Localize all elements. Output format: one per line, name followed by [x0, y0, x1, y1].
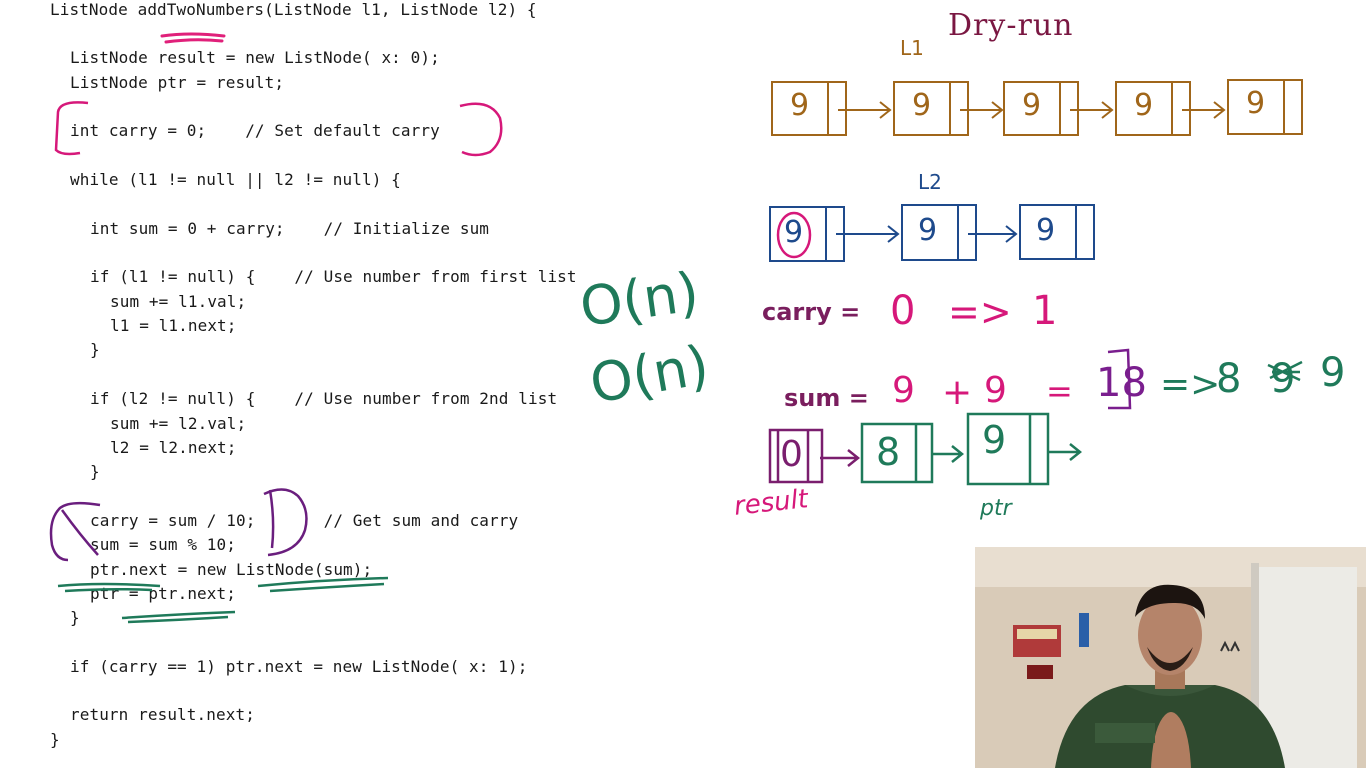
- l1-node-2: [893, 81, 969, 136]
- l2-value-2: 9: [918, 213, 938, 248]
- sum-arrow: =>: [1160, 364, 1221, 405]
- l2-arrow-2: [968, 225, 1018, 243]
- l1-arrow-3: [1070, 101, 1114, 119]
- code-line-result-init: ListNode result = new ListNode( x: 0);: [70, 48, 440, 67]
- code-line-carry-calc: carry = sum / 10; // Get sum and carry: [90, 511, 519, 530]
- result-value-8: 8: [876, 430, 901, 474]
- code-line-if-l2: if (l2 != null) { // Use number from 2nd…: [90, 389, 558, 408]
- linked-list-drawings: [768, 79, 1303, 486]
- l1-node-3: [1003, 81, 1079, 136]
- l2-node-2: [901, 204, 977, 261]
- webcam-overlay: [975, 547, 1366, 768]
- ptr-label: ptr: [980, 496, 1012, 521]
- result-list-tail: [860, 412, 1083, 486]
- sum-plus: +: [942, 372, 973, 413]
- new-listnode-underline-mark: [257, 576, 389, 593]
- l1-node-4: [1115, 81, 1191, 136]
- code-line-close-if-l2: }: [90, 462, 100, 481]
- result-value-0: 0: [780, 434, 803, 475]
- l1-value-5: 9: [1246, 86, 1266, 121]
- code-line-sum-l1: sum += l1.val;: [110, 292, 247, 311]
- code-line-while: while (l1 != null || l2 != null) {: [70, 170, 401, 189]
- code-line-ptr-init: ListNode ptr = result;: [70, 73, 285, 92]
- l2-value-1: 9: [784, 215, 804, 250]
- sum-label: sum =: [784, 384, 869, 412]
- l2-arrow-1: [836, 225, 900, 243]
- result-arrow-0: [820, 449, 861, 467]
- result-list: [768, 428, 861, 484]
- sum-equals: =: [1046, 372, 1073, 410]
- calc-left-bracket-mark: [49, 501, 101, 562]
- result-arrow-8: [932, 445, 965, 463]
- l1-node-1: [771, 81, 847, 136]
- code-line-if-l1: if (l1 != null) { // Use number from fir…: [90, 267, 577, 286]
- l2-list: [769, 204, 1095, 262]
- calc-right-bracket-mark: [263, 488, 308, 557]
- code-line-sum-init: int sum = 0 + carry; // Initialize sum: [90, 219, 490, 238]
- sum-operand-a: 9: [892, 370, 915, 411]
- ptr-next-underline-mark: [57, 582, 161, 593]
- code-line-close-if-l1: }: [90, 340, 100, 359]
- l2-current-node-circle: [776, 211, 812, 259]
- result-underline-mark: [160, 32, 226, 44]
- code-line-sum-mod: sum = sum % 10;: [90, 535, 236, 554]
- code-editor: ListNode addTwoNumbers(ListNode l1, List…: [49, 0, 713, 749]
- carry-left-bracket-mark: [54, 101, 89, 156]
- l2-label: L2: [918, 170, 942, 194]
- sum-digit-9: 9: [1320, 350, 1346, 396]
- l1-list: [771, 79, 1303, 136]
- result-value-9: 9: [982, 418, 1007, 462]
- code-line-l1-next: l1 = l1.next;: [110, 316, 237, 335]
- l2-value-3: 9: [1036, 213, 1056, 248]
- code-line-final-carry: if (carry == 1) ptr.next = new ListNode(…: [70, 657, 528, 676]
- l2-node-3: [1019, 204, 1095, 260]
- result-node-9: [966, 412, 1050, 486]
- sum-digit-8: 8: [1216, 356, 1242, 402]
- l1-label: L1: [900, 36, 924, 60]
- code-line-l2-next: l2 = l2.next;: [110, 438, 237, 457]
- l1-value-3: 9: [1022, 88, 1042, 123]
- code-line-carry-init: int carry = 0; // Set default carry: [70, 121, 440, 140]
- carry-label: carry =: [762, 298, 861, 326]
- code-line-signature: ListNode addTwoNumbers(ListNode l1, List…: [50, 0, 537, 19]
- sum-operand-b: 9: [984, 370, 1007, 411]
- code-line-return: return result.next;: [70, 705, 255, 724]
- code-line-ptr-next-new: ptr.next = new ListNode(sum);: [90, 560, 373, 579]
- result-node-0: [768, 428, 824, 484]
- sum-result-bracket: [1107, 348, 1132, 410]
- code-line-close-method: }: [50, 730, 60, 749]
- code-line-sum-l2: sum += l2.val;: [110, 414, 247, 433]
- carry-from-value: 0: [890, 288, 916, 334]
- code-line-close-while: }: [70, 608, 80, 627]
- dry-run-board: Dry-run L1: [733, 0, 1366, 768]
- l1-value-1: 9: [790, 88, 810, 123]
- code-annotations: [49, 32, 503, 624]
- l1-value-2: 9: [912, 88, 932, 123]
- l1-arrow-4: [1182, 101, 1226, 119]
- l1-arrow-1: [838, 101, 892, 119]
- l1-node-5: [1227, 79, 1303, 135]
- sum-digit-9-struck: 9: [1270, 356, 1296, 402]
- carry-to-value: 1: [1032, 288, 1058, 334]
- carry-right-bracket-mark: [459, 102, 503, 157]
- sum-result: 18: [1096, 360, 1147, 406]
- ptr-advance-underline-mark: [121, 610, 236, 624]
- presenter-video: [975, 547, 1366, 768]
- board-title: Dry-run: [948, 8, 1074, 43]
- sum-strike-mark: [1267, 360, 1303, 382]
- l1-value-4: 9: [1134, 88, 1154, 123]
- l1-arrow-2: [960, 101, 1004, 119]
- result-arrow-9: [1048, 443, 1083, 461]
- carry-arrow: =>: [948, 290, 1012, 334]
- l2-node-1: [769, 206, 845, 262]
